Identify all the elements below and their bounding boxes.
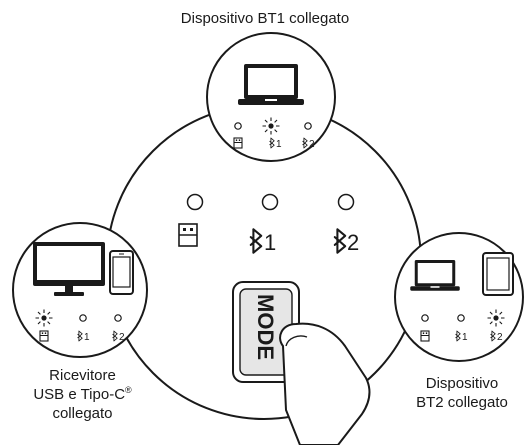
bt1-mini-label: 1: [462, 332, 468, 343]
bt1-mini-label: 1: [276, 139, 282, 150]
laptop-icon: [238, 64, 304, 105]
fingernail: [285, 335, 308, 347]
bt1-channel-label: 1: [264, 230, 276, 255]
hand-icon: [279, 322, 371, 445]
bt1-mini-label: 1: [84, 332, 90, 343]
bt2-mini-label: 2: [119, 332, 125, 343]
bt1-caption: Dispositivo BT1 collegato: [180, 10, 350, 27]
tablet-icon: [482, 252, 514, 296]
registered-mark: ®: [125, 385, 132, 395]
bt2-mini-label: 2: [497, 332, 503, 343]
receiver-caption: Ricevitore USB e Tipo-C® collegato: [0, 366, 165, 423]
led-lit-icon: [261, 116, 281, 136]
bt2-led: [337, 193, 355, 211]
mode-button-label: MODE: [253, 294, 278, 360]
bt1-led: [261, 193, 279, 211]
laptop-icon: [410, 260, 460, 291]
smartphone-icon: [109, 250, 134, 295]
bt2-mini-label: 2: [309, 139, 315, 150]
bt2-caption: Dispositivo BT2 collegato: [395, 374, 529, 412]
receiver-caption-line1: Ricevitore: [49, 367, 116, 384]
usb-receiver-icon: [178, 223, 198, 247]
usb-receiver-icon: [39, 330, 49, 342]
bt2-caption-line2: BT2 collegato: [416, 394, 508, 411]
led-off-icon: [304, 122, 312, 130]
monitor-icon: [33, 242, 105, 296]
led-off-icon: [421, 314, 429, 322]
led-lit-icon: [34, 308, 54, 328]
bt2-channel-label: 2: [347, 230, 359, 255]
mode-button[interactable]: MODE: [232, 281, 300, 383]
led-off-icon: [234, 122, 242, 130]
receiver-caption-line3: collegato: [52, 405, 113, 422]
led-off-icon: [114, 314, 122, 322]
bt2-caption-line1: Dispositivo: [425, 375, 499, 392]
usb-receiver-icon: [233, 137, 243, 149]
led-lit-icon: [486, 308, 506, 328]
receiver-caption-line2: USB e Tipo-C: [33, 386, 126, 403]
led-off-icon: [457, 314, 465, 322]
led-off-icon: [79, 314, 87, 322]
usb-receiver-icon: [420, 330, 430, 342]
receiver-led: [186, 193, 204, 211]
